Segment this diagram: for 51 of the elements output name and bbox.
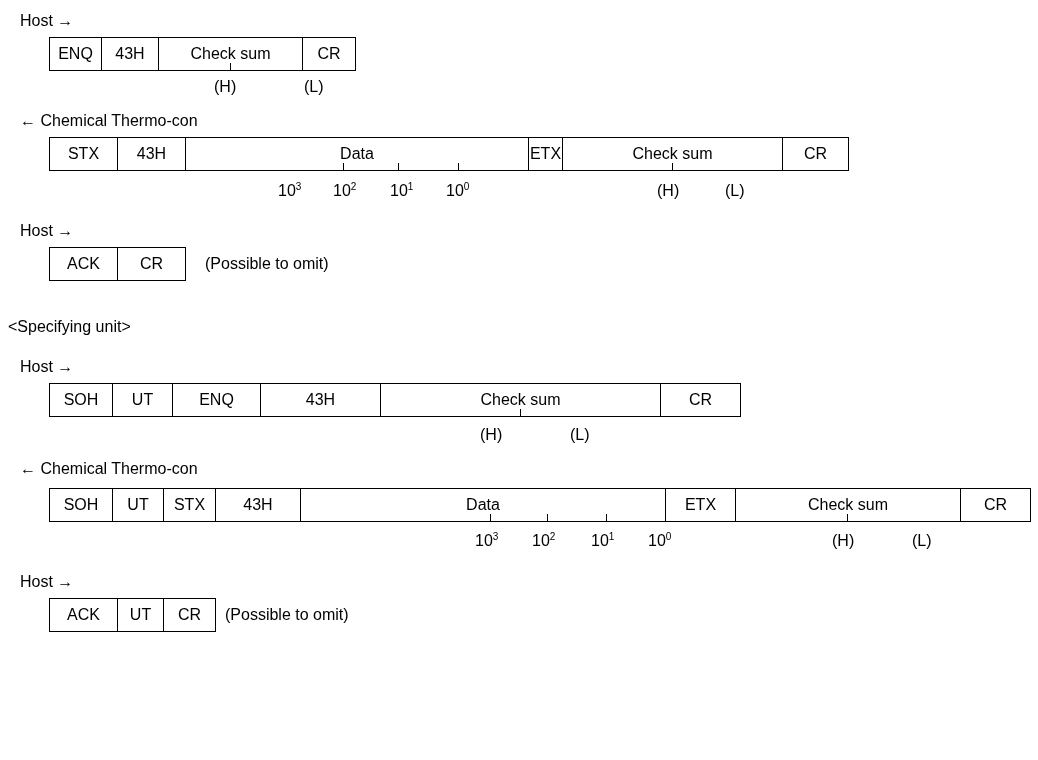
- frame-field-cell: CR: [782, 137, 849, 171]
- frame-field-cell: SOH: [49, 383, 113, 417]
- frame-field-cell: Data: [300, 488, 666, 522]
- frame-field-cell: CR: [960, 488, 1031, 522]
- digit-weight: 10$^{2}$: [333, 182, 357, 200]
- byte-note: (L): [304, 78, 324, 96]
- digit-weight: 10$^{1}$: [591, 532, 615, 550]
- frame-field-cell: ETX: [528, 137, 563, 171]
- frame-field-cell: UT: [117, 598, 164, 632]
- frame-field-cell: 43H: [117, 137, 186, 171]
- frame-field-cell: Data: [185, 137, 529, 171]
- frame-field-cell: CR: [660, 383, 741, 417]
- sender-heading: ← Chemical Thermo-con: [20, 460, 198, 478]
- frame-field-cell: STX: [163, 488, 216, 522]
- frame-field-cell: ETX: [665, 488, 736, 522]
- frame-field-cell: ENQ: [172, 383, 261, 417]
- frame-field-cell: Check sum: [380, 383, 661, 417]
- frame-field-cell: Check sum: [735, 488, 961, 522]
- note-text: (Possible to omit): [205, 255, 329, 273]
- sender-heading: ← Chemical Thermo-con: [20, 112, 198, 130]
- digit-weight: 10$^{0}$: [648, 532, 672, 550]
- frame-field-cell: 43H: [101, 37, 159, 71]
- digit-weight: 10$^{2}$: [532, 532, 556, 550]
- byte-note: (H): [214, 78, 237, 96]
- frame-field-cell: SOH: [49, 488, 113, 522]
- digit-weight: 10$^{3}$: [475, 532, 499, 550]
- byte-note: (L): [570, 426, 590, 444]
- frame-field-cell: ACK: [49, 598, 118, 632]
- sender-heading: Host →: [20, 222, 74, 240]
- frame-field-cell: UT: [112, 383, 173, 417]
- sender-heading: Host →: [20, 573, 74, 591]
- frame-field-cell: Check sum: [562, 137, 783, 171]
- frame-field-cell: UT: [112, 488, 164, 522]
- digit-weight: 10$^{1}$: [390, 182, 414, 200]
- frame-field-cell: 43H: [260, 383, 381, 417]
- byte-note: (L): [912, 532, 932, 550]
- frame-field-cell: STX: [49, 137, 118, 171]
- frame-field-cell: CR: [163, 598, 216, 632]
- digit-weight: 10$^{0}$: [446, 182, 470, 200]
- frame-field-cell: Check sum: [158, 37, 303, 71]
- frame-field-cell: ENQ: [49, 37, 102, 71]
- frame-field-cell: 43H: [215, 488, 301, 522]
- section-heading: <Specifying unit>: [8, 318, 131, 336]
- frame-field-cell: CR: [117, 247, 186, 281]
- byte-note: (H): [480, 426, 503, 444]
- sender-heading: Host →: [20, 358, 74, 376]
- frame-field-cell: CR: [302, 37, 356, 71]
- digit-weight: 10$^{3}$: [278, 182, 302, 200]
- byte-note: (L): [725, 182, 745, 200]
- sender-heading: Host →: [20, 12, 74, 30]
- frame-field-cell: ACK: [49, 247, 118, 281]
